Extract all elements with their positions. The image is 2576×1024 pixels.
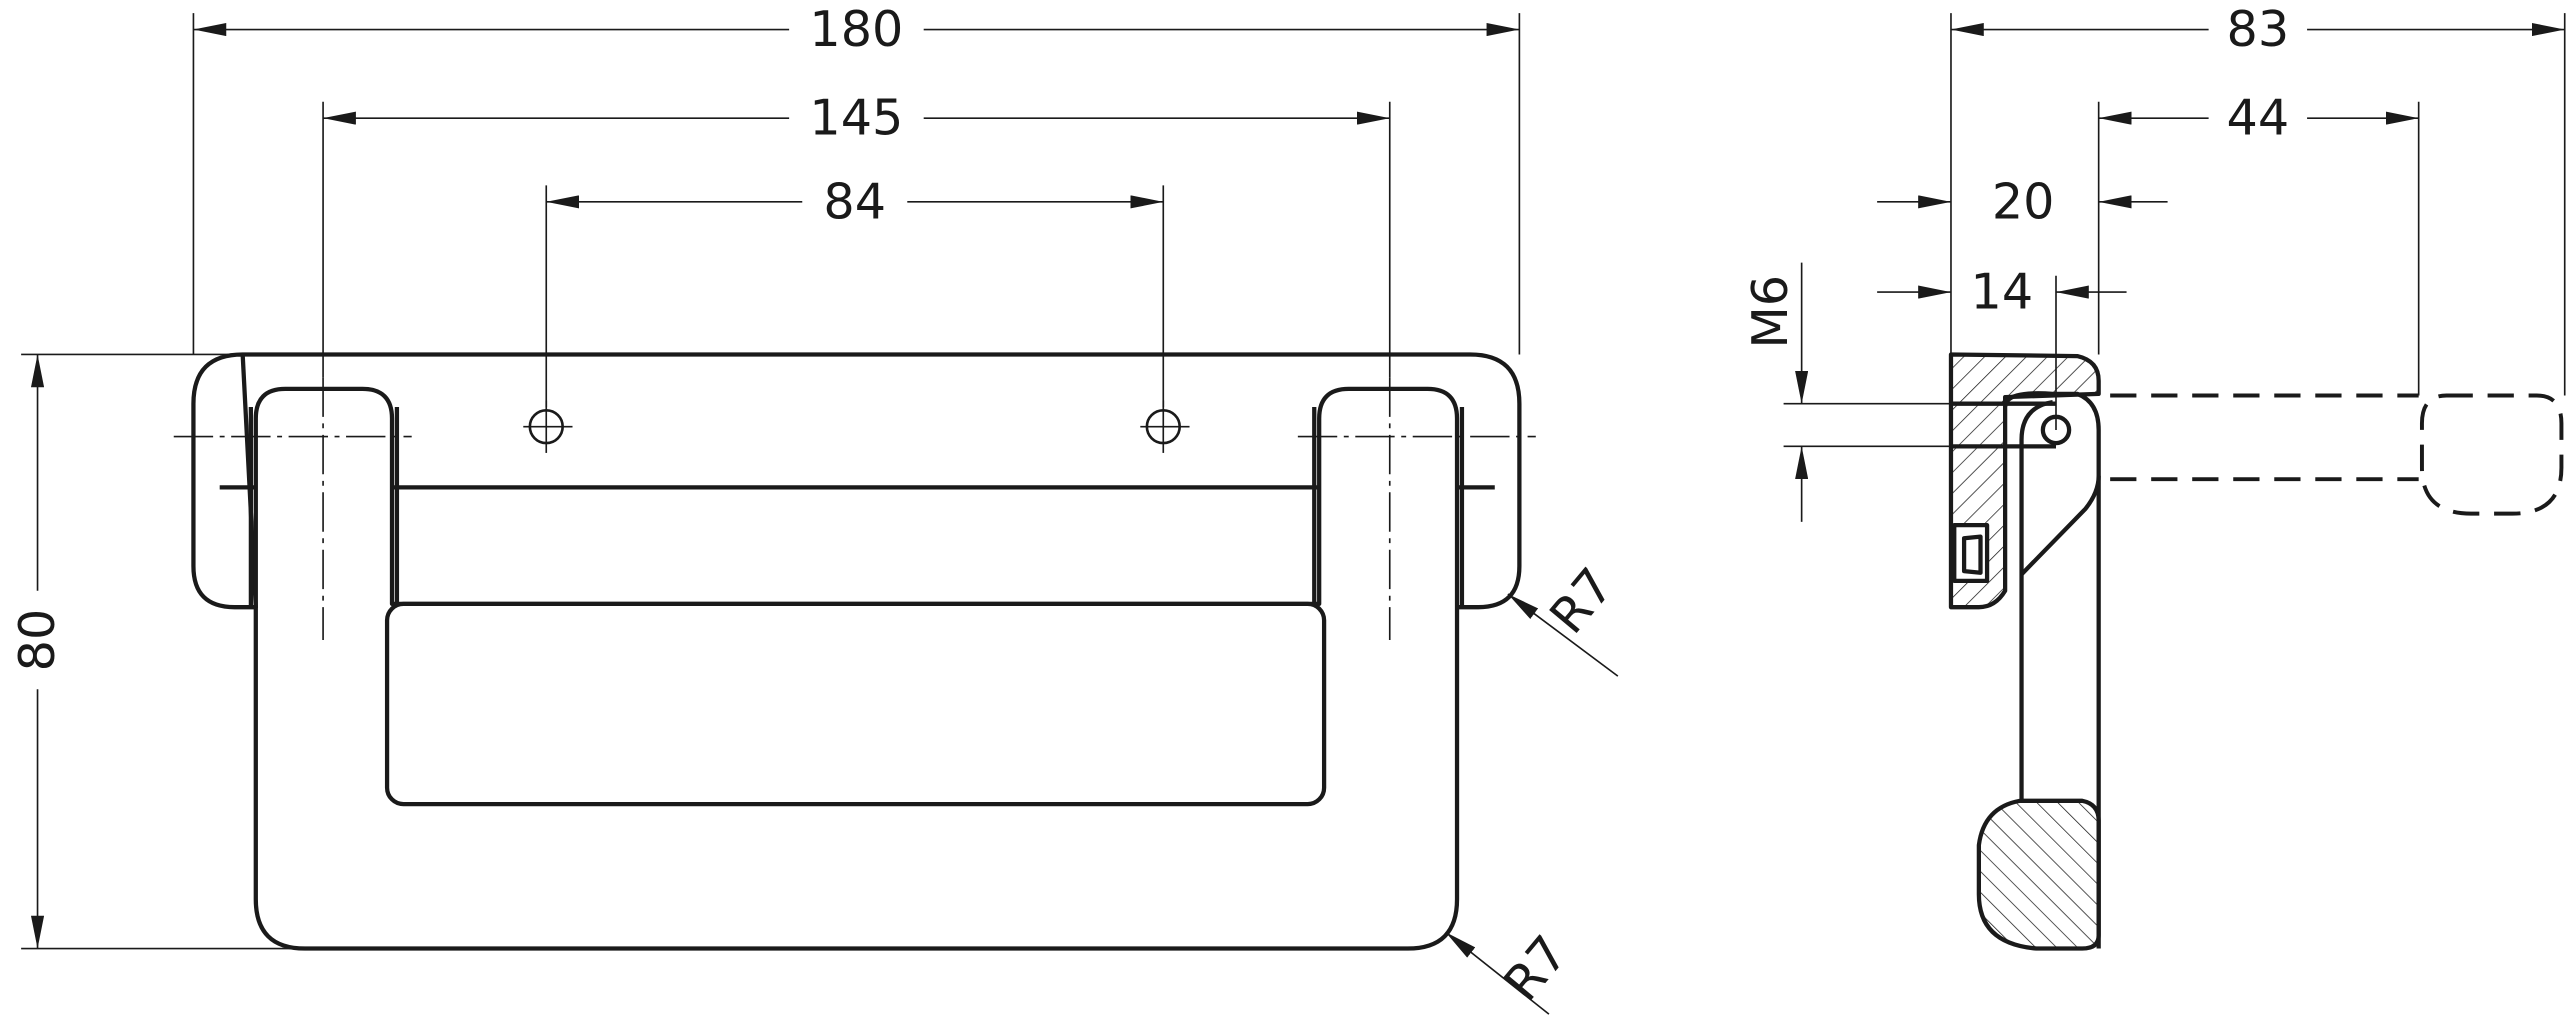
dim-label-180: 180 <box>809 0 903 58</box>
grip-section <box>1976 798 2101 951</box>
dim-label-m6: M6 <box>1741 275 1799 349</box>
swung-grip-hidden-outline <box>2419 393 2564 516</box>
radius-label-bottom: R7 <box>1492 925 1579 1012</box>
handle-grip-opening <box>384 601 1327 807</box>
mounting-hole-left <box>523 400 573 453</box>
mounting-plate <box>191 352 1522 610</box>
dim-label-20: 20 <box>1992 172 2055 230</box>
dim-label-83: 83 <box>2227 0 2290 58</box>
radius-label-top: R7 <box>1538 557 1625 644</box>
mounting-hole-right <box>1140 400 1190 453</box>
dim-label-145: 145 <box>809 89 903 147</box>
handle-outline <box>253 386 1460 951</box>
handle-arm-chamfer <box>2020 475 2101 576</box>
side-view: 83 44 20 14 M6 <box>1741 0 2566 951</box>
radius-leader-bottom <box>1445 931 1550 1015</box>
dim-label-14: 14 <box>1971 263 2034 321</box>
front-view: 180 145 84 80 R7 R7 <box>8 0 1625 1015</box>
spring-clip-detail <box>1961 534 1983 575</box>
dim-label-44: 44 <box>2227 89 2290 147</box>
radius-leader-top <box>1507 593 1619 677</box>
dim-label-84: 84 <box>823 172 886 230</box>
dim-label-80: 80 <box>8 609 66 672</box>
